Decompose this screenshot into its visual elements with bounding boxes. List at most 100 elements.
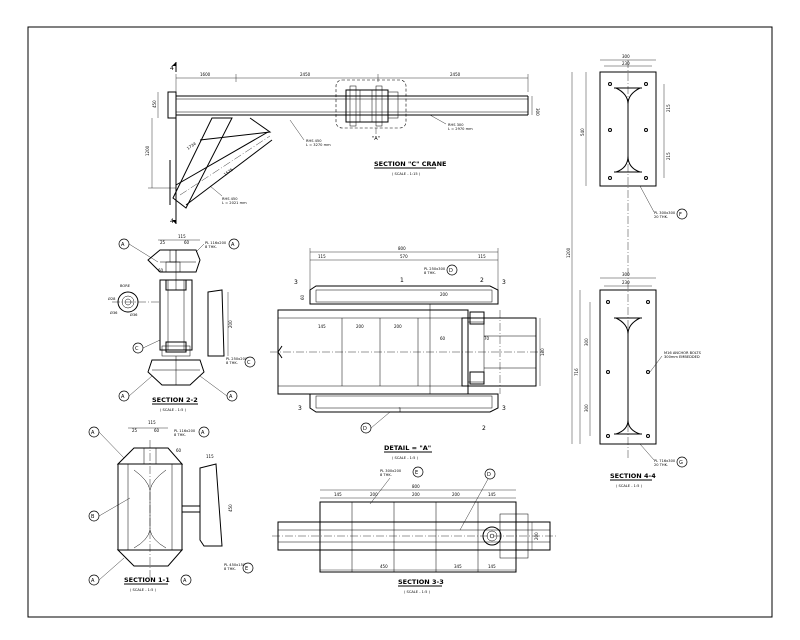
s11-dim-115b: 115 — [206, 454, 214, 459]
crane-marker-a: "A" — [372, 136, 380, 142]
da-cut-3-right: 3 — [502, 279, 506, 286]
s44-plate-g: PL 716x300 — [654, 459, 676, 463]
crane-title: SECTION "C" CRANE — [374, 160, 446, 168]
da-cut-3-left: 3 — [294, 279, 298, 286]
section-2-2-view: 115 25 60 60 PL 116x200 8 THK. 200 PL 25… — [108, 234, 256, 412]
crane-note-rhs450: RHS 450 — [306, 139, 322, 143]
s33-dim-450: 450 — [380, 564, 388, 569]
crane-cut-label-top: 4 — [170, 65, 174, 72]
s11-plate2-thk: 8 THK. — [224, 567, 236, 571]
da-dim-60: 60 — [300, 294, 305, 300]
s22-dim-60: 60 — [184, 240, 190, 245]
s22-plate-thk: 8 THK. — [205, 245, 217, 249]
s44-dim-300-bot: 300 — [622, 272, 630, 277]
da-dim-200-top: 200 — [440, 292, 448, 297]
s44-dim-230-top: 230 — [622, 61, 630, 66]
s33-dim-200b: 200 — [412, 492, 420, 497]
da-dim-115a: 115 — [318, 254, 326, 259]
s44-dim-1200: 1200 — [566, 247, 571, 258]
s22-bubble-a-bl: A — [121, 394, 125, 400]
da-title: DETAIL = "A" — [384, 444, 431, 452]
s33-scale: ( SCALE - 1:5 ) — [404, 590, 431, 594]
da-dim-115b: 115 — [478, 254, 486, 259]
da-bubble-d-top: D — [449, 268, 453, 274]
s22-plate2-label: PL 250x200 — [226, 357, 248, 361]
da-dim-145: 145 — [318, 324, 326, 329]
s33-dim-145c: 145 — [488, 564, 496, 569]
s33-bubble-d: D — [487, 472, 491, 478]
s44-dim-230-bot: 230 — [622, 280, 630, 285]
s22-dia-1: Ø28 — [108, 296, 116, 301]
s11-bubble-a-tr: A — [201, 430, 205, 436]
s44-plate-f-thk: 20 THK. — [654, 215, 668, 219]
s44-bubble-g: G — [679, 460, 683, 466]
s44-dim-300-top: 300 — [622, 54, 630, 59]
s22-bubble-a-right: A — [231, 242, 235, 248]
sheet-border — [27, 26, 773, 618]
s33-plate-label: PL 300x200 — [380, 469, 402, 473]
da-cut-3-bl: 3 — [298, 405, 302, 412]
s22-plate-label: PL 116x200 — [205, 241, 227, 245]
s33-dim-345: 345 — [454, 564, 462, 569]
s33-plate-thk: 8 THK. — [380, 473, 392, 477]
crane-note-rhs450b-len: L = 2021 mm — [222, 201, 247, 205]
crane-dim-1600: 1600 — [200, 72, 211, 77]
crane-dim-1734: 1734 — [186, 141, 198, 151]
s44-scale: ( SCALE - 1:5 ) — [616, 484, 643, 488]
s11-dim-115: 115 — [148, 420, 156, 425]
da-dim-200a: 200 — [356, 324, 364, 329]
s22-dia-2: Ø36 — [110, 310, 118, 315]
da-cut-2-bottom: 2 — [482, 425, 486, 432]
crane-dim-1575: 1575 — [223, 167, 235, 177]
s11-plate2-label: PL 450x150 — [224, 563, 246, 567]
s33-dim-200h: 200 — [534, 532, 539, 540]
s11-bubble-e: E — [245, 566, 248, 572]
s22-bubble-c: C — [135, 346, 139, 352]
crane-cut-label-bottom: 4 — [170, 218, 174, 225]
da-cut-1-top: 1 — [400, 277, 404, 284]
crane-dim-450: 450 — [152, 100, 157, 108]
s33-dim-200a: 200 — [370, 492, 378, 497]
crane-view: 1600 2450 2450 4 300 "A" 450 1200 — [145, 62, 540, 225]
crane-note-rhs450-len: L = 3270 mm — [306, 143, 331, 147]
s44-dim-716: 716 — [574, 368, 579, 376]
s11-plate-label: PL 116x200 — [174, 429, 196, 433]
section-1-1-view: 115 25 60 PL 116x200 8 THK. 60 115 450 P… — [88, 420, 254, 592]
s33-dim-200c: 200 — [452, 492, 460, 497]
s22-dim-200: 200 — [228, 320, 233, 328]
s44-plate-g-thk: 20 THK. — [654, 463, 668, 467]
da-dim-800: 800 — [398, 246, 406, 251]
s22-plate2-thk: 8 THK. — [226, 361, 238, 365]
s11-bubble-b: B — [91, 514, 95, 520]
s44-title: SECTION 4-4 — [610, 472, 656, 480]
crane-note-rhs450b: RHS 450 — [222, 197, 238, 201]
s11-plate-thk: 8 THK. — [174, 433, 186, 437]
s44-anchor: M16 ANCHOR BOLTS — [664, 351, 702, 355]
s44-dim-215b: 215 — [666, 152, 671, 160]
crane-note-rhs300-len: L = 2970 mm — [448, 127, 473, 131]
s11-dim-60b: 60 — [176, 448, 182, 453]
s11-scale: ( SCALE - 1:5 ) — [130, 588, 157, 592]
s33-title: SECTION 3-3 — [398, 578, 444, 586]
da-plate-label: PL 250x300 — [424, 267, 446, 271]
da-dim-70: 70 — [484, 336, 490, 341]
s44-dim-540: 540 — [580, 128, 585, 136]
s33-dim-145a: 145 — [334, 492, 342, 497]
da-dim-570: 570 — [400, 254, 408, 259]
section-3-3-view: 800 145 200 200 200 145 PL 300x200 8 THK… — [272, 466, 556, 594]
s22-dim-115: 115 — [178, 234, 186, 239]
s22-bubble-a-top: A — [121, 242, 125, 248]
crane-dim-2450b: 2450 — [450, 72, 461, 77]
crane-dim-1200: 1200 — [145, 145, 150, 156]
s44-dim-300b: 300 — [584, 404, 589, 412]
s22-bubble-c-right: C — [247, 360, 251, 366]
s22-scale: ( SCALE - 1:5 ) — [160, 408, 187, 412]
s22-dim-60b: 60 — [158, 268, 164, 273]
da-cut-2-top: 2 — [480, 277, 484, 284]
da-dim-60b: 60 — [440, 336, 446, 341]
crane-dim-300: 300 — [535, 108, 540, 116]
section-4-4-view: 300 230 540 215 215 PL 300x300 20 THK. F… — [566, 54, 702, 488]
da-cut-3-br: 3 — [502, 405, 506, 412]
s22-title: SECTION 2-2 — [152, 396, 198, 404]
